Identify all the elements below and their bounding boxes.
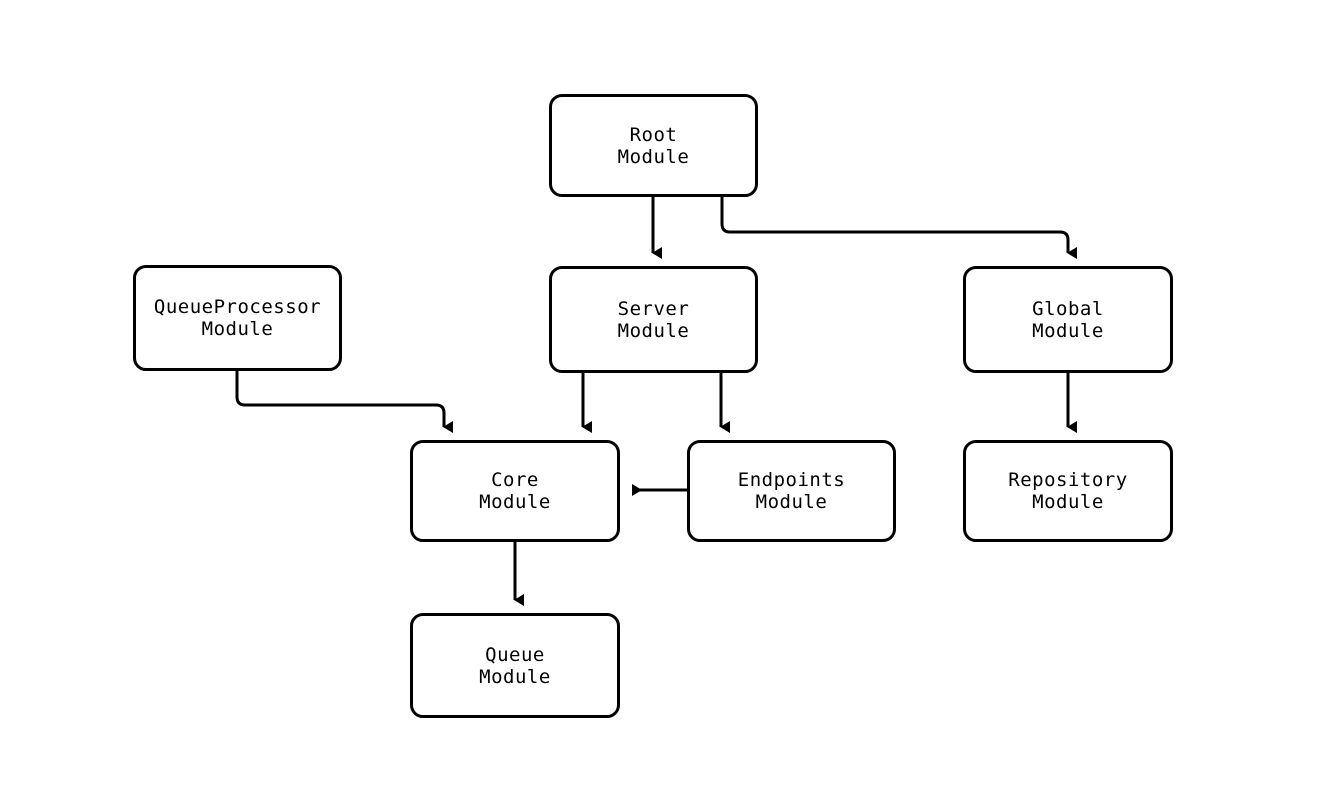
node-queue-module[interactable]: Queue Module [410,613,620,718]
node-server-module-suffix: Module [617,319,690,342]
node-queue-module-suffix: Module [479,665,551,688]
node-root-module[interactable]: Root Module [549,94,758,197]
node-endpoints-module-suffix: Module [755,491,828,513]
node-endpoints-module[interactable]: Endpoints Module [687,440,896,542]
node-root-module-name: Root [629,123,678,146]
node-core-module[interactable]: Core Module [410,440,620,542]
node-repository-module[interactable]: Repository Module [963,440,1173,542]
edge-queueprocessor-to-core [235,371,453,433]
node-endpoints-module-name: Endpoints [737,469,846,491]
node-repository-module-name: Repository [1008,469,1128,491]
node-core-module-name: Core [491,469,539,491]
node-queue-module-name: Queue [485,643,545,666]
node-server-module[interactable]: Server Module [549,266,758,373]
node-queueprocessor-module[interactable]: QueueProcessor Module [133,265,342,371]
node-global-module[interactable]: Global Module [963,266,1173,373]
node-queueprocessor-module-suffix: Module [201,318,274,340]
node-core-module-suffix: Module [479,491,551,513]
node-server-module-name: Server [617,297,690,320]
node-queueprocessor-module-name: QueueProcessor [153,296,322,318]
node-root-module-suffix: Module [617,145,690,168]
edge-root-to-global [720,197,1077,259]
node-global-module-suffix: Module [1032,319,1104,342]
node-repository-module-suffix: Module [1032,491,1104,513]
node-global-module-name: Global [1032,297,1104,320]
